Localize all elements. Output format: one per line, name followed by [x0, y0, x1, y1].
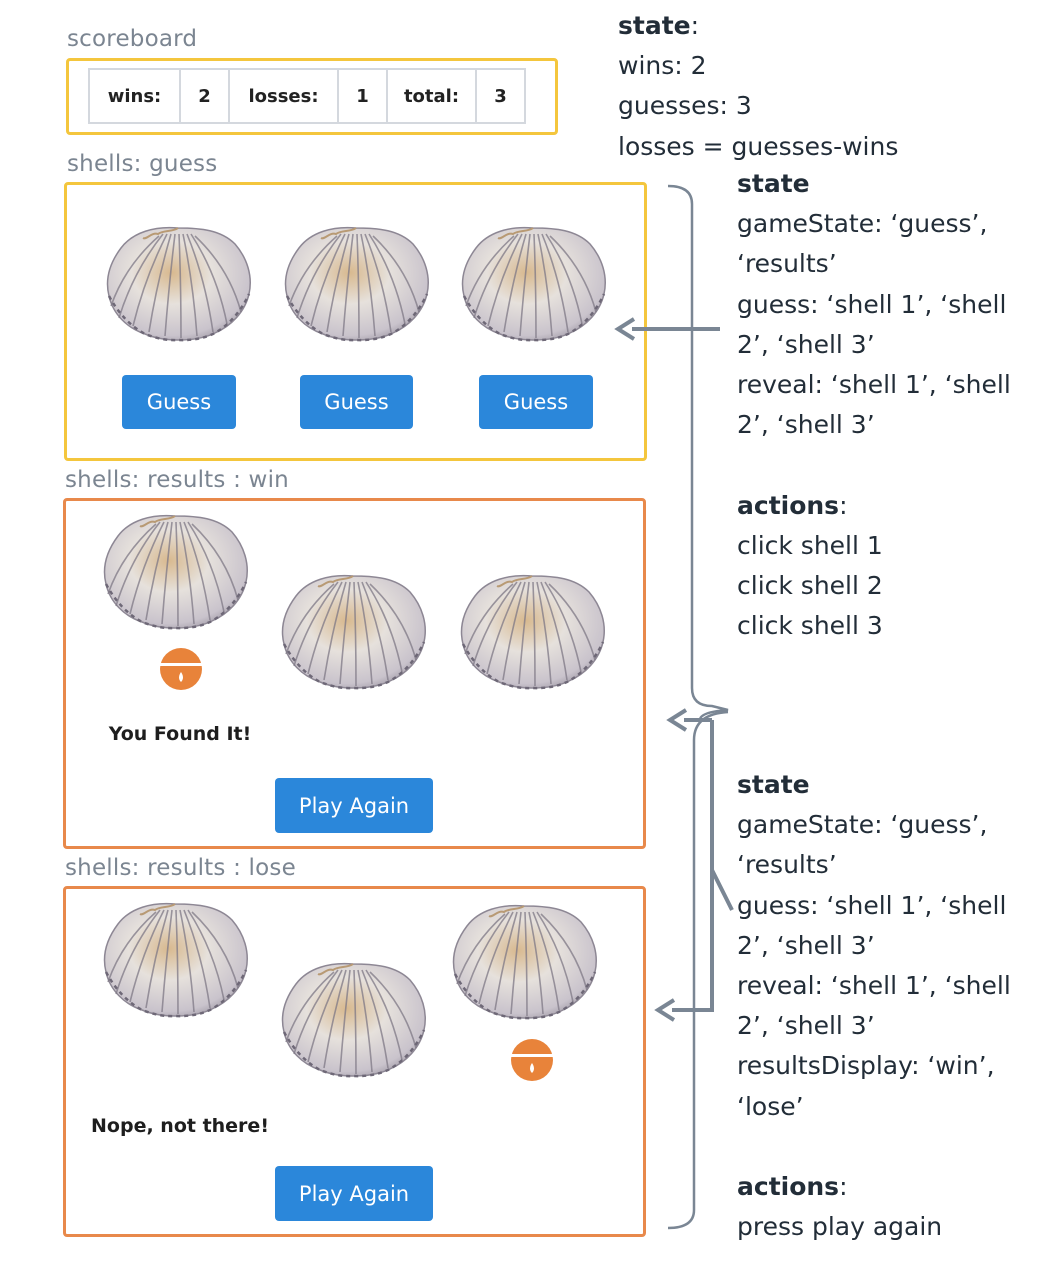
note-line: ‘lose’	[737, 1091, 804, 1121]
brace-icon	[667, 184, 729, 721]
lose-panel	[63, 886, 646, 1237]
note-line: resultsDisplay: ‘win’,	[737, 1051, 995, 1081]
shells-state-note: state gameState: ‘guess’, ‘results’ gues…	[737, 164, 1011, 646]
state-title: state	[737, 770, 810, 799]
play-again-button[interactable]: Play Again	[275, 1166, 433, 1221]
note-line: ‘results’	[737, 850, 837, 880]
note-line: wins: 2	[618, 51, 707, 81]
state-title: state	[737, 169, 810, 198]
scoreboard-state-note: state: wins: 2 guesses: 3 losses = guess…	[618, 6, 898, 167]
arrow-icon	[614, 317, 636, 341]
losses-value: 1	[337, 68, 388, 124]
arrow-icon	[710, 869, 734, 911]
lose-panel-label: shells: results : lose	[65, 855, 296, 881]
note-line: press play again	[737, 1212, 943, 1242]
note-line: reveal: ‘shell 1’, ‘shell	[737, 971, 1011, 1001]
total-value: 3	[475, 68, 526, 124]
actions-title: actions	[737, 490, 840, 520]
note-line: 2’, ‘shell 3’	[737, 410, 875, 440]
wins-label: wins:	[88, 68, 181, 124]
losses-label: losses:	[228, 68, 339, 124]
note-line: gameState: ‘guess’,	[737, 209, 988, 239]
guess-shell-2-button[interactable]: Guess	[300, 375, 413, 429]
note-line: losses = guesses-wins	[618, 131, 899, 161]
total-label: total:	[386, 68, 477, 124]
play-again-button[interactable]: Play Again	[275, 778, 433, 833]
guess-panel	[64, 182, 647, 461]
note-line: guess: ‘shell 1’, ‘shell	[737, 289, 1007, 319]
results-state-note: state gameState: ‘guess’, ‘results’ gues…	[737, 765, 1011, 1247]
win-panel-label: shells: results : win	[65, 467, 289, 493]
note-line: 2’, ‘shell 3’	[737, 329, 875, 359]
guess-shell-3-button[interactable]: Guess	[479, 375, 593, 429]
note-line: reveal: ‘shell 1’, ‘shell	[737, 370, 1011, 400]
scoreboard-table: wins: 2 losses: 1 total: 3	[88, 68, 526, 124]
arrow-icon	[654, 998, 676, 1022]
lose-message: Nope, not there!	[91, 1115, 269, 1137]
guess-shell-1-button[interactable]: Guess	[122, 375, 236, 429]
scoreboard-label: scoreboard	[67, 26, 198, 52]
win-panel	[63, 498, 646, 849]
note-line: guesses: 3	[618, 91, 752, 121]
note-line: ‘results’	[737, 249, 837, 279]
win-message: You Found It!	[108, 723, 252, 745]
note-line: click shell 3	[737, 611, 883, 641]
arrow-icon	[672, 720, 714, 1012]
note-line: guess: ‘shell 1’, ‘shell	[737, 890, 1007, 920]
note-line: gameState: ‘guess’,	[737, 810, 988, 840]
wins-value: 2	[179, 68, 230, 124]
brace-icon	[667, 710, 729, 1230]
guess-panel-label: shells: guess	[67, 151, 218, 177]
actions-title: actions	[737, 1172, 840, 1202]
arrow-icon	[666, 708, 688, 732]
note-line: click shell 2	[737, 571, 883, 601]
note-line: 2’, ‘shell 3’	[737, 930, 875, 960]
state-title: state	[618, 11, 691, 40]
note-line: click shell 1	[737, 530, 883, 560]
scoreboard-container	[66, 58, 558, 135]
note-line: 2’, ‘shell 3’	[737, 1011, 875, 1041]
